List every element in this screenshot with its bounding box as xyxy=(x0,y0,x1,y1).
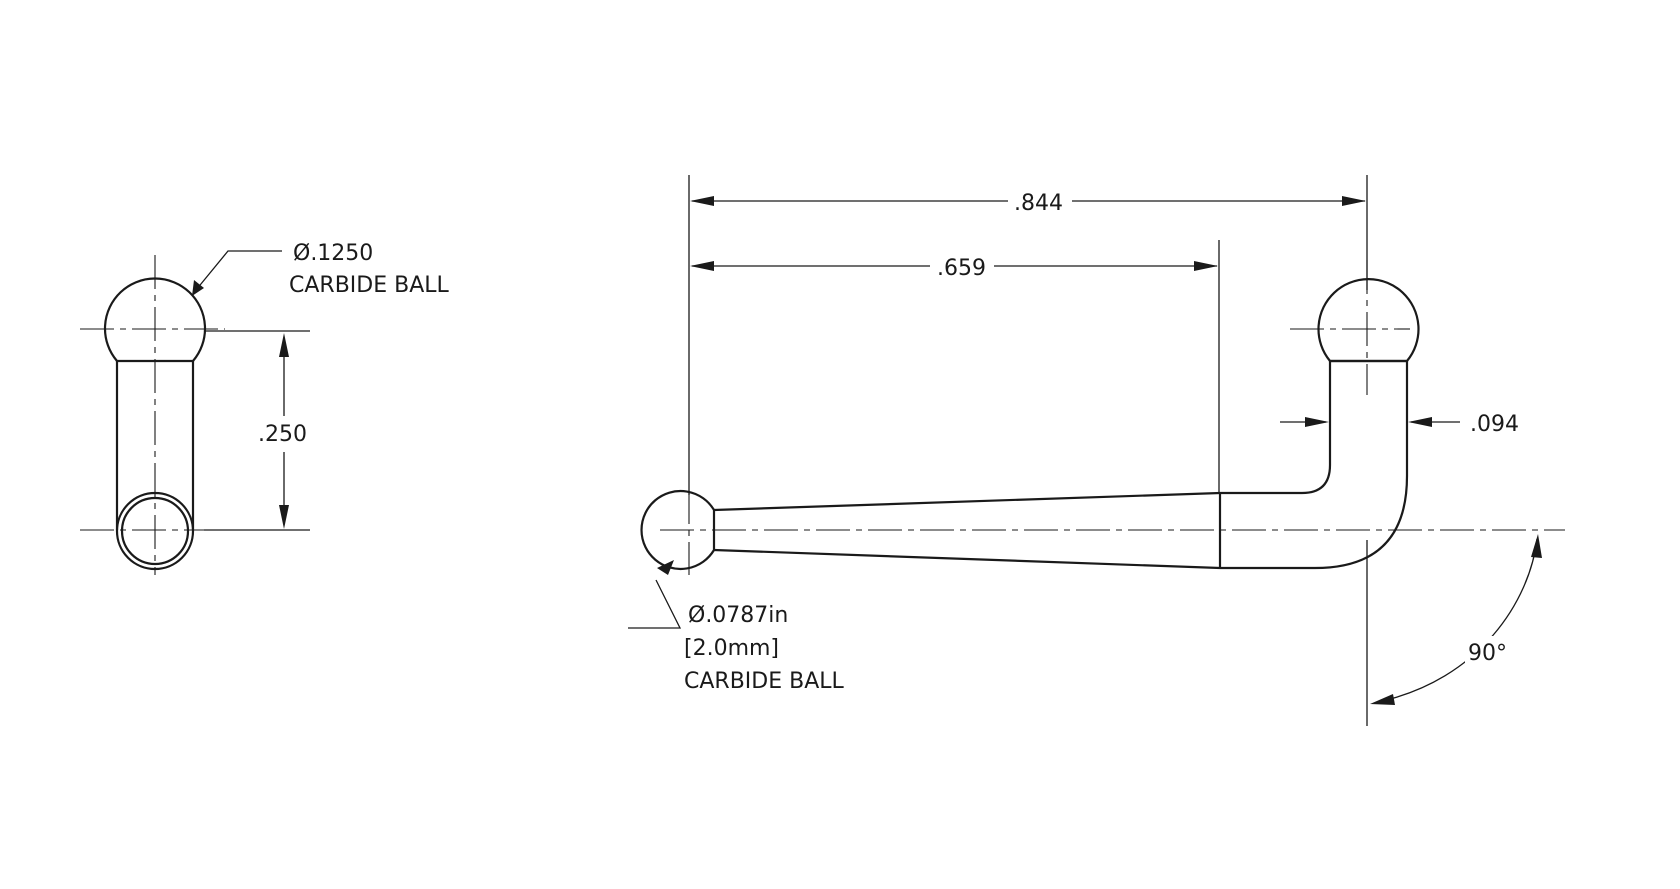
side-view-stem-outer-circle xyxy=(115,491,195,571)
height-dimension-label: .250 xyxy=(258,422,307,447)
overall-length-label: .844 xyxy=(1014,191,1063,216)
bend-outer-edge xyxy=(1220,361,1409,570)
side-view-top-ball xyxy=(103,277,207,363)
tip-ball xyxy=(640,489,716,571)
height-arrowhead-bottom xyxy=(279,505,289,529)
top-ball-material-label: CARBIDE BALL xyxy=(289,273,450,298)
segment-length-label: .659 xyxy=(937,256,986,281)
tip-ball-leader-arrowhead xyxy=(657,560,674,575)
segment-length-arrowhead-right xyxy=(1194,261,1218,271)
side-view: Ø.1250 CARBIDE BALL .250 xyxy=(80,241,450,575)
tip-ball-metric-label: [2.0mm] xyxy=(684,636,779,661)
overall-length-arrowhead-left xyxy=(690,196,714,206)
side-view-stem-inner-circle xyxy=(120,496,190,566)
height-arrowhead-top xyxy=(279,333,289,357)
bend-angle-arrowhead-top xyxy=(1531,534,1542,558)
bend-angle-arrowhead-bottom xyxy=(1370,694,1395,705)
overall-length-arrowhead-right xyxy=(1342,196,1366,206)
tip-ball-diameter-label: Ø.0787in xyxy=(688,603,788,628)
segment-length-arrowhead-left xyxy=(690,261,714,271)
shaft-top-edge xyxy=(713,491,1221,512)
bend-inner-edge xyxy=(1220,361,1332,495)
tip-ball-leader xyxy=(628,579,682,629)
top-ball-diameter-label: Ø.1250 xyxy=(293,241,373,266)
top-ball-leader xyxy=(195,250,282,291)
tip-ball-material-label: CARBIDE BALL xyxy=(684,669,845,694)
front-view: .844 .659 .094 Ø.0787in [2.0mm] CARBIDE … xyxy=(628,175,1565,726)
bend-angle-label: 90° xyxy=(1468,641,1507,666)
shaft-bottom-edge xyxy=(713,548,1221,570)
stem-diameter-label: .094 xyxy=(1470,412,1519,437)
top-ball-leader-arrowhead xyxy=(192,280,204,296)
stem-diameter-arrowhead-right xyxy=(1408,417,1432,427)
stem-diameter-arrowhead-left xyxy=(1305,417,1329,427)
right-ball xyxy=(1317,278,1420,363)
bend-angle-label-mask xyxy=(1465,636,1517,666)
bend-angle-arc xyxy=(1377,538,1538,703)
